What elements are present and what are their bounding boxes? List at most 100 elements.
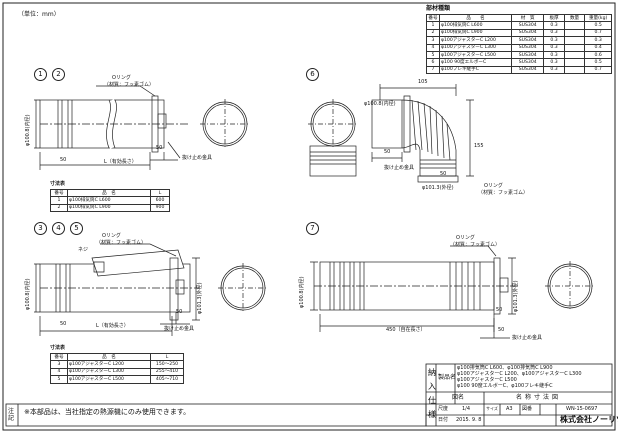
product-line-3: φ100アジャスターC L500	[457, 377, 517, 383]
row-no: 1	[50, 196, 68, 205]
view-elbow	[308, 84, 474, 183]
row-thickness: 0.3	[543, 28, 565, 38]
row-qty	[563, 50, 586, 60]
view-number-4: 4	[52, 222, 65, 235]
v7-material-label: （材質：フッ素ゴム）	[450, 242, 501, 248]
v345-diameter-outer: φ101.3(外径)	[197, 282, 203, 314]
row-thickness: 0.3	[543, 43, 565, 52]
view-adjuster	[34, 243, 268, 336]
parts-header-name: 品 名	[438, 13, 513, 23]
row-qty	[563, 43, 586, 52]
v6-dim-105: 105	[418, 79, 428, 85]
v7-dim-450: 450（自在長さ）	[386, 327, 426, 333]
row-weight: 0.3	[584, 36, 612, 45]
v345-oring-label: Oリング	[102, 233, 121, 239]
row-thickness: 0.3	[543, 58, 565, 67]
dim1-header-L: L	[150, 188, 170, 198]
size-label: サイズ	[486, 406, 498, 411]
v6-diameter-outer: φ101.3(外径)	[422, 185, 454, 191]
row-no: 5	[426, 50, 440, 60]
v7-dim-50-left: 50	[496, 307, 503, 313]
v12-dim-50-left: 50	[60, 157, 67, 163]
view-flex-joint	[310, 245, 595, 339]
row-qty	[563, 58, 586, 67]
date-value: 2015. 9. 8	[456, 417, 482, 423]
row-weight: 0.4	[584, 43, 612, 52]
note-text: ※本部品は、当社指定の熱源機にのみ使用できます。	[24, 408, 191, 416]
note-label: 注記	[8, 408, 15, 422]
date-label: 日付	[438, 417, 449, 423]
row-material: SUS304	[511, 21, 545, 30]
drawing-name: 名称寸法図	[516, 394, 562, 401]
row-qty	[563, 21, 586, 30]
v7-diameter-label: φ100.8(内径)	[299, 276, 305, 308]
v12-dim-L: L（有効長さ）	[104, 159, 137, 165]
dim-table-2-header: 番号 品 名 L	[50, 352, 184, 362]
product-name-label: 製品名	[438, 374, 457, 381]
row-weight: 0.7	[584, 65, 612, 75]
row-no: 5	[50, 375, 68, 384]
row-L: 900	[150, 203, 170, 213]
v6-oring-label: Oリング	[484, 183, 503, 189]
view-number-6: 6	[306, 68, 319, 81]
dim-table-1-title: 寸法表	[50, 181, 66, 187]
parts-header-no: 番号	[426, 13, 440, 23]
row-name: φ100アジャスターC L200	[438, 36, 513, 45]
v12-dim-50-right: 50	[156, 145, 163, 151]
row-name: φ100アジャスターC L300	[438, 43, 513, 52]
row-thickness: 0.3	[543, 36, 565, 45]
unit-note: （単位：mm）	[18, 11, 60, 18]
product-line-4: φ100 90度エルボーC、φ100フレキ継手C	[457, 383, 553, 389]
row-no: 2	[50, 203, 68, 213]
v12-diameter-label: φ100.8(内径)	[25, 114, 31, 146]
row-no: 4	[426, 43, 440, 52]
dim1-header-no: 番号	[50, 188, 68, 198]
v6-dim-50-left: 50	[384, 149, 391, 155]
parts-table-header: 番号 品 名 材 質 板厚 数量 重量(kg)	[426, 13, 612, 23]
row-material: SUS304	[511, 28, 545, 38]
v345-dim-L: L（有効長さ）	[96, 323, 129, 329]
view-number-7: 7	[306, 222, 319, 235]
row-no: 6	[426, 58, 440, 67]
row-no: 3	[50, 360, 68, 369]
row-name: φ100 90度エルボーC	[438, 58, 513, 67]
row-weight: 0.5	[584, 58, 612, 67]
product-line-2: φ100アジャスターC L200、φ100アジャスターC L300	[457, 371, 582, 377]
dim1-header-name: 品 名	[67, 188, 151, 198]
v6-dim-50-right: 50	[440, 171, 447, 177]
row-material: SUS304	[511, 43, 545, 52]
v12-material-label: （材質：フッ素ゴム）	[104, 82, 155, 88]
drawing-name-label: 図名	[452, 394, 465, 401]
row-name: φ100フレキ継手C	[438, 65, 513, 75]
row-thickness: 0.3	[543, 50, 565, 60]
row-material: SUS304	[511, 36, 545, 45]
row-no: 7	[426, 65, 440, 75]
row-thickness: 0.3	[543, 21, 565, 30]
v6-stop-label: 抜け止め金具	[384, 165, 415, 171]
v345-screw-label: ネジ	[78, 247, 89, 253]
title-block-frame	[5, 363, 613, 427]
title-block-side-label: 納入仕様	[428, 368, 436, 419]
v7-oring-label: Oリング	[456, 235, 475, 241]
row-no: 2	[426, 28, 440, 38]
row-material: SUS304	[511, 65, 545, 75]
v6-dim-155: 155	[474, 143, 484, 149]
number-label: 図番	[522, 406, 533, 412]
row-weight: 0.7	[584, 28, 612, 38]
scale-label: 尺度	[438, 406, 449, 412]
v7-dim-50-right: 50	[498, 327, 505, 333]
row-thickness: 0.3	[543, 65, 565, 75]
size-value: A3	[506, 406, 513, 412]
row-L: 255〜410	[150, 367, 184, 377]
